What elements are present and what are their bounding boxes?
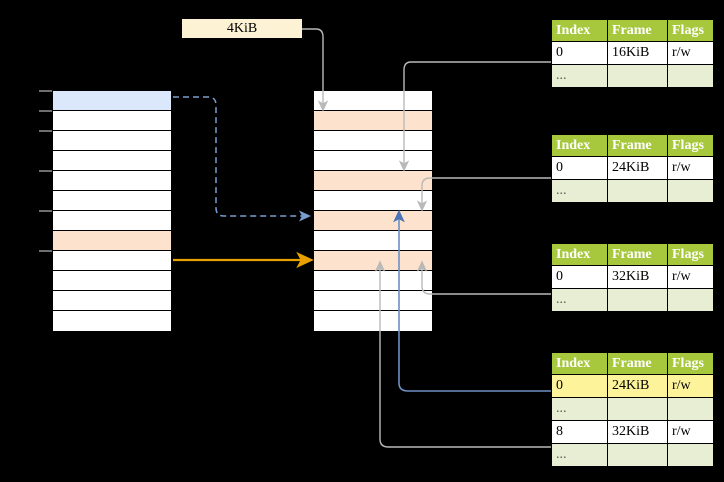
page-table-1-r1-index: ... bbox=[551, 64, 608, 88]
page-table-4-r0-flags: r/w bbox=[667, 374, 714, 398]
phys-row-0 bbox=[314, 91, 432, 111]
vaddr-row-11 bbox=[53, 311, 171, 331]
page-table-3-header-flags: Flags bbox=[667, 243, 714, 266]
page-table-4-r2-frame: 32KiB bbox=[607, 420, 668, 444]
phys-row-9 bbox=[314, 271, 432, 291]
page-table-2-r0-index: 0 bbox=[551, 156, 608, 180]
phys-row-11 bbox=[314, 311, 432, 331]
page-table-1-header-flags: Flags bbox=[667, 19, 714, 42]
address-tick-0 bbox=[39, 90, 52, 92]
vaddr-row-10 bbox=[53, 291, 171, 311]
vaddr-row-2 bbox=[53, 131, 171, 151]
vaddr-row-8 bbox=[53, 251, 171, 271]
page-table-3-r0-index: 0 bbox=[551, 265, 608, 289]
vaddr-row-1 bbox=[53, 111, 171, 131]
page-table-4-r3-flags bbox=[667, 443, 714, 467]
page-table-1-r0-flags: r/w bbox=[667, 41, 714, 65]
vaddr-row-5 bbox=[53, 191, 171, 211]
page-table-4-row: ... bbox=[551, 443, 714, 467]
page-table-4-r2-flags: r/w bbox=[667, 420, 714, 444]
phys-row-10 bbox=[314, 291, 432, 311]
vaddr-row-0 bbox=[53, 91, 171, 111]
address-tick-5 bbox=[39, 250, 52, 252]
page-table-2-header-flags: Flags bbox=[667, 134, 714, 157]
page-table-3-row: ... bbox=[551, 288, 714, 312]
page-table-2-row: ... bbox=[551, 179, 714, 203]
page-table-4-r1-index: ... bbox=[551, 397, 608, 421]
page-table-2-r1-index: ... bbox=[551, 179, 608, 203]
page-table-4-r3-frame bbox=[607, 443, 668, 467]
address-tick-2 bbox=[39, 130, 52, 132]
page-table-2-r1-frame bbox=[607, 179, 668, 203]
page-table-4-r0-frame: 24KiB bbox=[607, 374, 668, 398]
phys-row-5 bbox=[314, 191, 432, 211]
phys-row-6 bbox=[314, 211, 432, 231]
page-table-4-row: ... bbox=[551, 397, 714, 421]
page-table-1-r0-index: 0 bbox=[551, 41, 608, 65]
vaddr-row-4 bbox=[53, 171, 171, 191]
page-table-3-r0-flags: r/w bbox=[667, 265, 714, 289]
page-table-1-row: ... bbox=[551, 64, 714, 88]
page-table-3-r1-flags bbox=[667, 288, 714, 312]
phys-row-4 bbox=[314, 171, 432, 191]
page-table-3-header-index: Index bbox=[551, 243, 608, 266]
page-table-4-r1-flags bbox=[667, 397, 714, 421]
size-label-4kib: 4KiB bbox=[182, 19, 302, 38]
page-table-3-r0-frame: 32KiB bbox=[607, 265, 668, 289]
phys-row-2 bbox=[314, 131, 432, 151]
address-tick-3 bbox=[39, 170, 52, 172]
virtual-address-space-column bbox=[52, 90, 172, 331]
address-tick-4 bbox=[39, 210, 52, 212]
page-table-4-r3-index: ... bbox=[551, 443, 608, 467]
page-table-2-r0-frame: 24KiB bbox=[607, 156, 668, 180]
page-table-2-r1-flags bbox=[667, 179, 714, 203]
wire-pt2-to-mem bbox=[416, 177, 551, 212]
vaddr-row-7 bbox=[53, 231, 171, 251]
page-table-4-header-flags: Flags bbox=[667, 352, 714, 375]
vaddr-row-9 bbox=[53, 271, 171, 291]
phys-row-1 bbox=[314, 111, 432, 131]
page-table-1-header-frame: Frame bbox=[607, 19, 668, 42]
phys-row-7 bbox=[314, 231, 432, 251]
address-tick-1 bbox=[39, 110, 52, 112]
page-table-2-header-index: Index bbox=[551, 134, 608, 157]
page-table-2-r0-flags: r/w bbox=[667, 156, 714, 180]
page-table-4-header-index: Index bbox=[551, 352, 608, 375]
wire-pt3-to-mem bbox=[416, 260, 551, 295]
page-table-4-r1-frame bbox=[607, 397, 668, 421]
page-table-3-r1-frame bbox=[607, 288, 668, 312]
page-table-1-r0-frame: 16KiB bbox=[607, 41, 668, 65]
page-table-3-r1-index: ... bbox=[551, 288, 608, 312]
vaddr-row-3 bbox=[53, 151, 171, 171]
page-table-1-r1-flags bbox=[667, 64, 714, 88]
page-table-4-header-frame: Frame bbox=[607, 352, 668, 375]
page-table-1-r1-frame bbox=[607, 64, 668, 88]
phys-row-3 bbox=[314, 151, 432, 171]
page-table-4-r0-index: 0 bbox=[551, 374, 608, 398]
page-table-2-header-frame: Frame bbox=[607, 134, 668, 157]
page-table-4-r2-index: 8 bbox=[551, 420, 608, 444]
page-table-3-header-frame: Frame bbox=[607, 243, 668, 266]
physical-memory-column bbox=[313, 90, 433, 331]
vaddr-row-6 bbox=[53, 211, 171, 231]
page-table-1-header-index: Index bbox=[551, 19, 608, 42]
phys-row-8 bbox=[314, 251, 432, 271]
wire-left0-to-mem bbox=[173, 96, 311, 222]
